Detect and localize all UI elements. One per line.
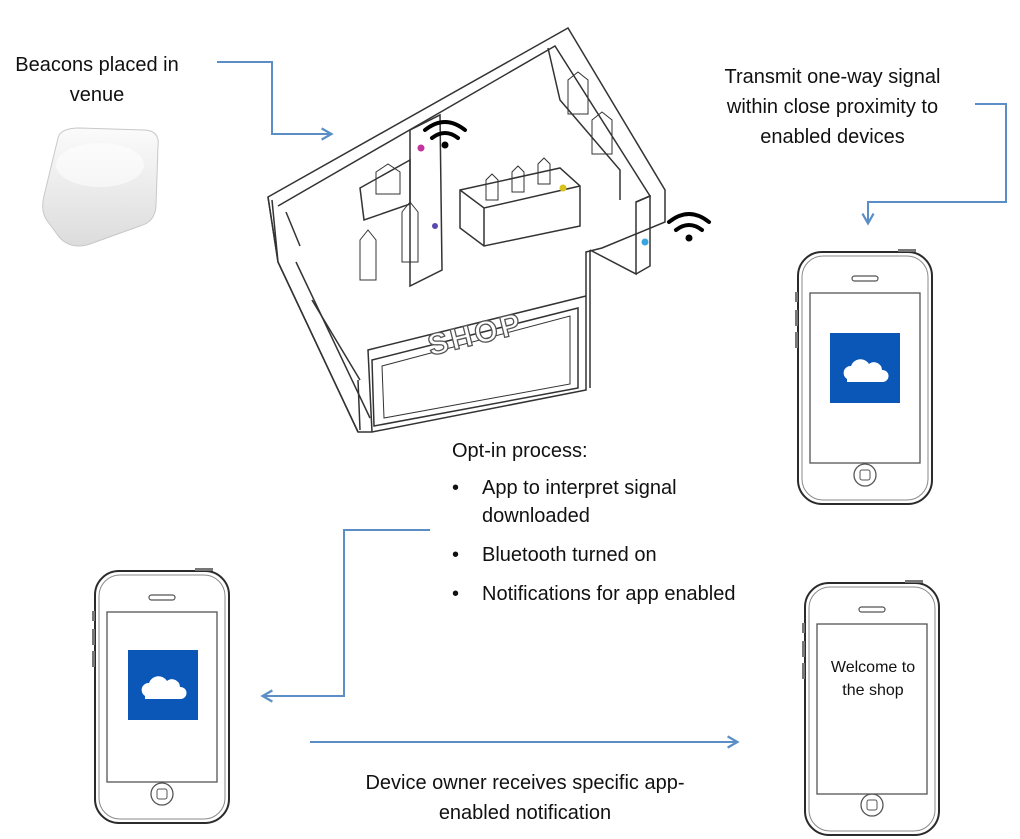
wifi-icon (423, 120, 467, 149)
beacon-dot (559, 184, 567, 192)
optin-heading: Opt-in process: (452, 440, 588, 462)
cloud-icon (141, 676, 187, 699)
welcome-message: Welcome to the shop (830, 659, 916, 699)
list-item: • App to interpret signal downloaded (452, 474, 742, 530)
list-item-text: App to interpret signal downloaded (482, 477, 677, 527)
device-owner-label: Device owner receives specific app-enabl… (365, 772, 685, 824)
bullet: • (452, 477, 460, 499)
cloud-icon (843, 359, 889, 382)
phone (794, 248, 933, 505)
home-button-icon (853, 463, 877, 487)
home-button-icon (150, 782, 174, 806)
list-item: • Bluetooth turned on (452, 541, 742, 569)
beacon-dot (417, 144, 425, 152)
beacons-label: Beacons placed in venue (15, 54, 179, 106)
shop-illustration (267, 26, 666, 433)
optin-list: • App to interpret signal downloaded • Blu… (452, 474, 742, 608)
home-button-icon (860, 793, 884, 817)
list-item-text: Notifications for app enabled (482, 583, 736, 605)
bullet: • (452, 583, 460, 605)
phone (801, 579, 940, 836)
arrow (217, 61, 1007, 749)
shop-sign: SHOP (425, 307, 527, 362)
optin-process: Opt-in process: • App to interpret signal… (452, 436, 742, 619)
transmit-label: Transmit one-way signal within close pro… (724, 66, 941, 148)
beacon-dot (641, 238, 649, 246)
list-item-text: Bluetooth turned on (482, 544, 657, 566)
bullet: • (452, 544, 460, 566)
list-item: • Notifications for app enabled (452, 580, 742, 608)
phone (91, 567, 230, 824)
wifi-icon (667, 212, 711, 242)
beacon-device-icon (42, 127, 159, 247)
beacon-dot (432, 223, 438, 229)
